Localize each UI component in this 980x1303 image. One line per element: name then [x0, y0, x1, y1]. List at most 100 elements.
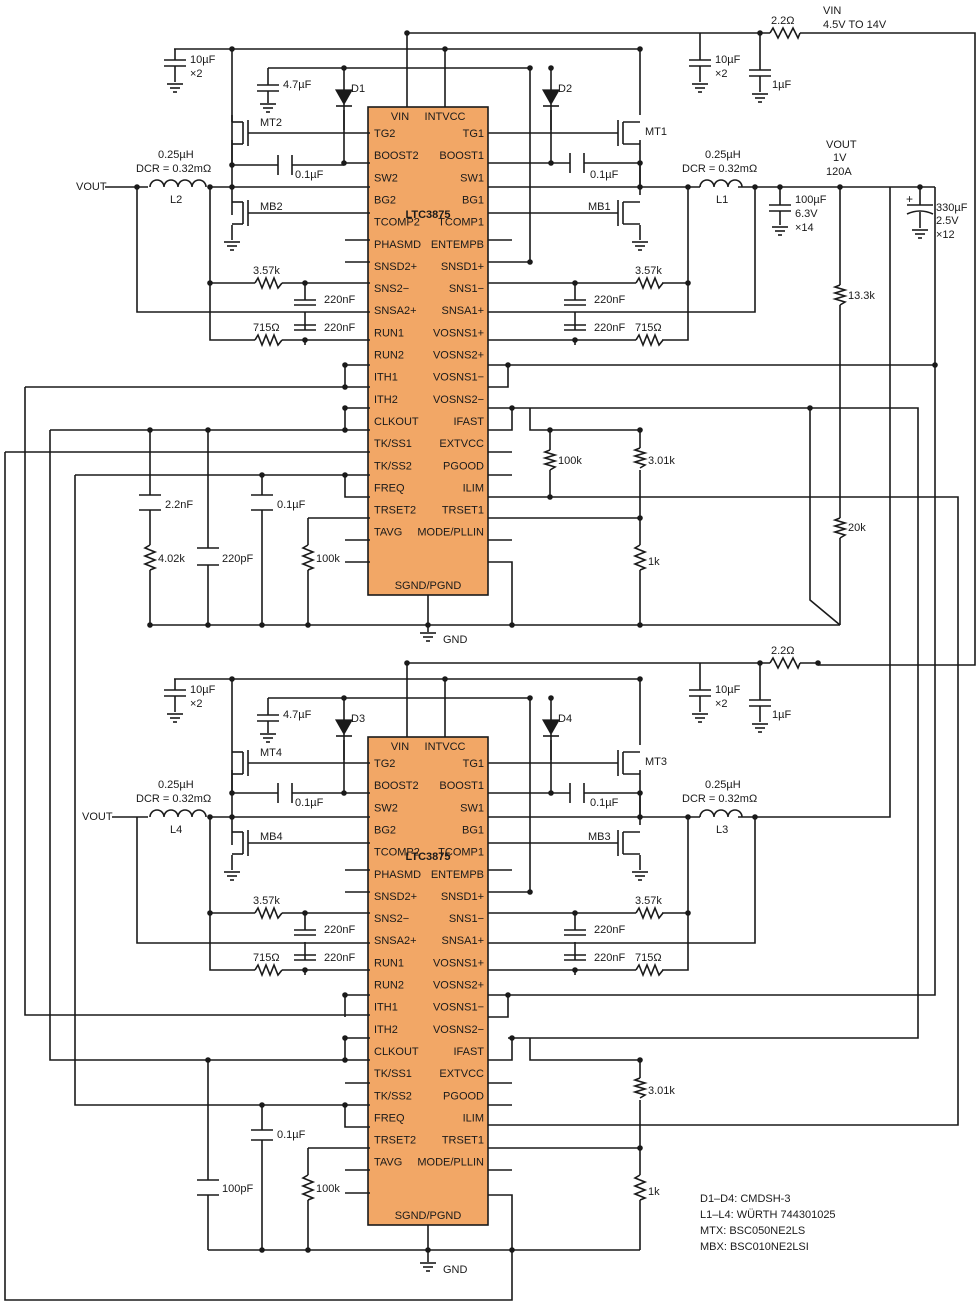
junction-dot [637, 1145, 643, 1151]
chip-b-right-pin-label: TRSET1 [442, 1135, 484, 1147]
cap-220nf-a-l [294, 299, 316, 331]
cap-1uf-a [749, 69, 771, 92]
css-a-label: 0.1µF [277, 499, 306, 511]
chip-b-right-pin-label: IFAST [453, 1046, 484, 1058]
chip-a-left-pin-label: BOOST2 [374, 150, 419, 162]
cap-boost1-a [569, 153, 585, 173]
cap-10uf-a-left [164, 49, 186, 82]
c220p-label: 220pF [222, 553, 253, 565]
junction-dot [685, 910, 691, 916]
mb1-label: MB1 [588, 201, 611, 213]
cap-0-1uf-ss-a [251, 494, 273, 511]
ground-symbol [691, 713, 709, 723]
junction-dot [442, 46, 448, 52]
c-intvcc-label: 4.7µF [283, 79, 312, 91]
mosfet-mt4 [232, 750, 249, 776]
chip-a-left-pin-label: TCOMP2 [374, 217, 420, 229]
junction-dot [229, 676, 235, 682]
d1-label: D1 [351, 83, 365, 95]
junction-dot [685, 184, 691, 190]
resistor-715-b-right [635, 962, 664, 978]
c220-right1-b-label: 220nF [594, 924, 625, 936]
junction-dot [637, 676, 643, 682]
l1-dcr-label: DCR = 0.32mΩ [682, 163, 757, 175]
resistor-715-a-left [254, 332, 283, 348]
chip-a-right-pin-label: BG1 [462, 194, 484, 206]
c220-right2-b-label: 220nF [594, 952, 625, 964]
vout-v-label: 1V [833, 152, 847, 164]
l1-label: L1 [716, 194, 728, 206]
junction-dot [341, 695, 347, 701]
ground-symbol [259, 103, 277, 113]
resistor-1k-a [632, 544, 648, 571]
junction-dot [342, 1057, 348, 1063]
notes: D1–D4: CMDSH-3 L1–L4: WÜRTH 744301025 MT… [700, 1193, 836, 1253]
chip-b-left-pin-label: TK/SS2 [374, 1090, 412, 1102]
resistor-357k-a-left [254, 275, 283, 291]
chip-b-right-pin-label: SNSD1+ [441, 891, 484, 903]
c-intvcc-b-label: 4.7µF [283, 709, 312, 721]
chip-b-right-pin-label: SNS1− [449, 913, 484, 925]
resistor-715-a-right [635, 332, 664, 348]
junction-dot [685, 280, 691, 286]
cap-220nf-a-r [564, 299, 586, 331]
c220-left2-b-label: 220nF [324, 952, 355, 964]
chip-b-right-pin-label: ENTEMPB [431, 869, 484, 881]
l4-dcr-label: DCR = 0.32mΩ [136, 793, 211, 805]
chip-b-intvcc-pin: INTVCC [425, 741, 466, 753]
junction-dot [229, 162, 235, 168]
junction-dot [342, 427, 348, 433]
mb3-label: MB3 [588, 831, 611, 843]
ground-symbol [751, 723, 769, 733]
vout-left-label: VOUT [76, 181, 107, 193]
junction-dot [752, 184, 758, 190]
resistor-357k-a-right [635, 275, 664, 291]
chip-a-left-pin-label: TG2 [374, 128, 395, 140]
chip-b-left-pin-label: ITH2 [374, 1024, 398, 1036]
l2-label: L2 [170, 194, 182, 206]
chip-a-right-pin-label: EXTVCC [439, 438, 484, 450]
junction-dot [341, 790, 347, 796]
chip-b-left-pin-label: SNS2− [374, 913, 409, 925]
r301-label: 3.01k [648, 455, 675, 467]
chip-b-right-pin-label: VOSNS2− [433, 1024, 484, 1036]
chip-a-right-pin-label: VOSNS1+ [433, 327, 484, 339]
l2-dcr-label: DCR = 0.32mΩ [136, 163, 211, 175]
chip-a-gnd-pin: SGND/PGND [395, 580, 462, 592]
junction-dot [509, 405, 515, 411]
chip-a-left-pin-label: TK/SS2 [374, 460, 412, 472]
chip-b-vin-pin: VIN [391, 741, 409, 753]
note-line: L1–L4: WÜRTH 744301025 [700, 1209, 836, 1221]
cap-2-2nf [139, 494, 161, 511]
r133-label: 13.3k [848, 290, 875, 302]
cout1-label: 100µF [795, 194, 827, 206]
ground-symbol [911, 229, 929, 239]
mosfet-mt1 [617, 120, 640, 146]
r357-right-b-label: 3.57k [635, 895, 662, 907]
resistor-2-2ohm-a [769, 26, 801, 40]
chip-a-left-pin-label: TK/SS1 [374, 438, 412, 450]
mosfet-mb2 [232, 200, 249, 226]
ground-symbol [419, 1262, 437, 1272]
chip-a-right-pin-label: TG1 [463, 128, 484, 140]
junction-dot [757, 30, 763, 36]
chip-a-right-pin-label: PGOOD [443, 460, 484, 472]
ltc3875-b-body [367, 736, 489, 1226]
junction-dot [807, 405, 813, 411]
junction-dot [404, 30, 410, 36]
chip-b-part: LTC3875 [405, 851, 450, 863]
r715-right-b-label: 715Ω [635, 952, 662, 964]
mosfet-mt2 [231, 115, 249, 146]
junction-dot [527, 259, 533, 265]
chip-b: LTC3875 VIN INTVCC SGND/PGND TG2BOOST2SW… [367, 736, 489, 1226]
junction-dot [777, 184, 783, 190]
junction-dot [527, 65, 533, 71]
d2-label: D2 [558, 83, 572, 95]
ground-symbol [631, 871, 649, 881]
r20k-label: 20k [848, 522, 866, 534]
junction-dot [259, 472, 265, 478]
chip-b-right-pin-label: VOSNS1− [433, 1002, 484, 1014]
inductor-l1 [699, 179, 743, 188]
diode-d2 [541, 89, 561, 130]
ground-symbol [166, 713, 184, 723]
